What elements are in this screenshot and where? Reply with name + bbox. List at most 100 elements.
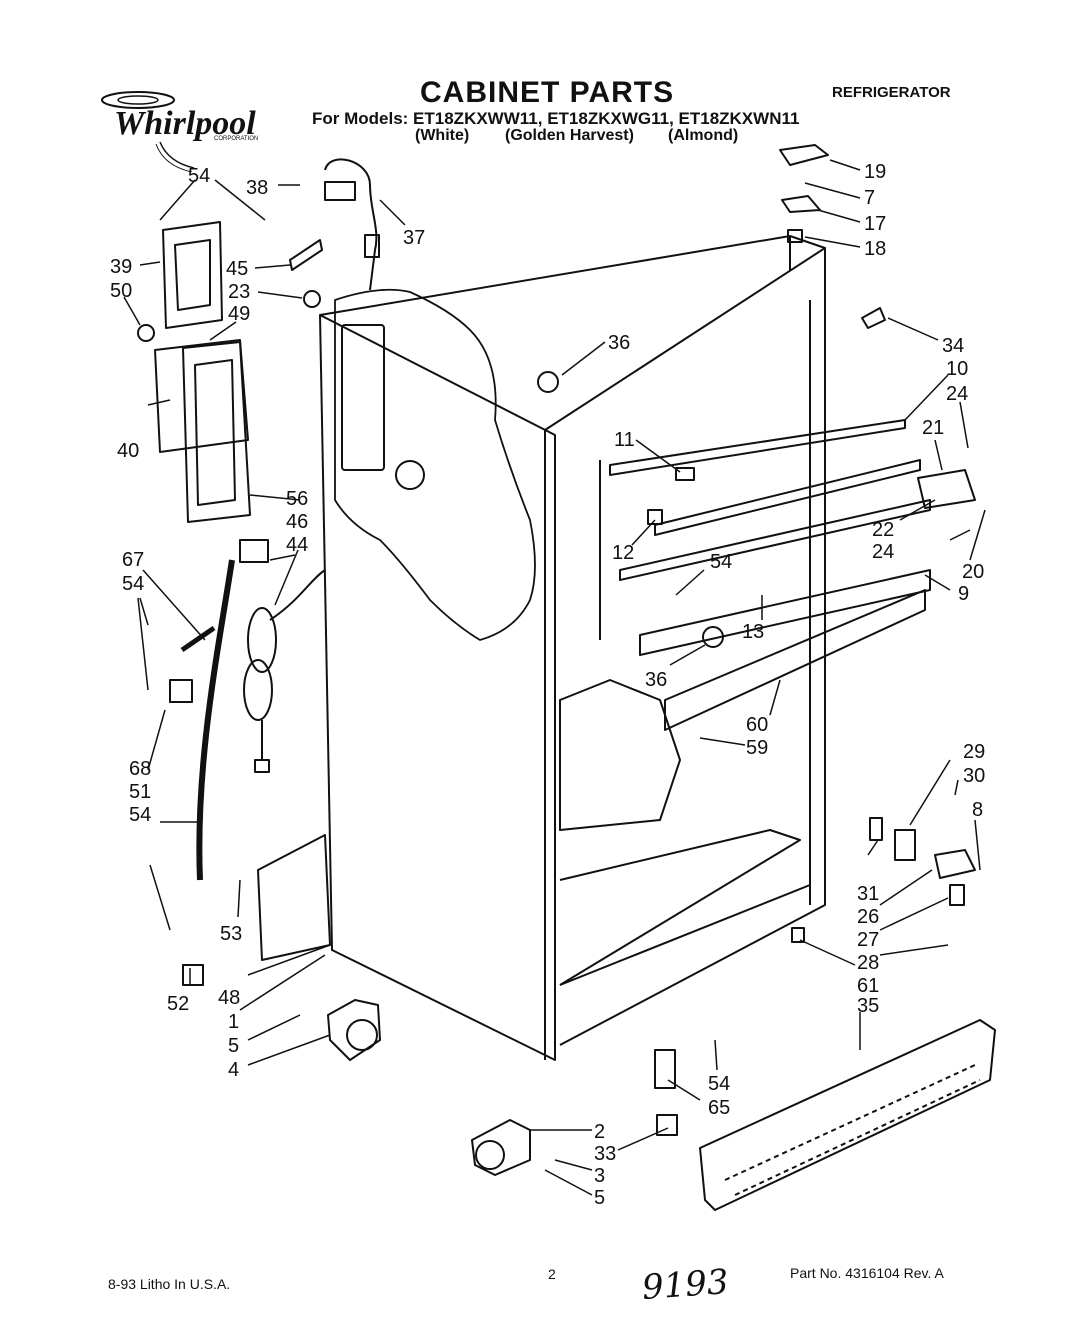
callout-31: 31 (857, 883, 879, 905)
callout-24-b: 24 (872, 541, 894, 563)
leveler-assembly (471, 1119, 531, 1176)
rail-10 (609, 419, 906, 476)
brand-sub: CORPORATION (214, 136, 258, 142)
callout-3: 3 (594, 1165, 605, 1187)
control-housing (162, 221, 223, 329)
callout-61: 61 (857, 975, 879, 997)
page-title: CABINET PARTS (420, 76, 675, 109)
callout-67: 67 (122, 549, 144, 571)
hinge-21 (917, 469, 976, 509)
callout-12: 12 (612, 542, 634, 564)
callout-4: 4 (228, 1059, 239, 1081)
litho-note: 8-93 Litho In U.S.A. (108, 1276, 231, 1292)
variant-golden-harvest: (Golden Harvest) (505, 127, 634, 144)
models-line: For Models: ET18ZKXWW11, ET18ZKXWG11, ET… (312, 109, 800, 128)
power-cord-coil (247, 607, 277, 673)
callout-17: 17 (864, 213, 886, 235)
plug-50 (137, 324, 155, 342)
leader-lines (123, 159, 986, 1196)
callout-52: 52 (167, 993, 189, 1015)
hinge-cover-19 (779, 144, 829, 166)
callout-54-c: 54 (129, 804, 151, 826)
callout-9: 9 (958, 583, 969, 605)
callout-8: 8 (972, 799, 983, 821)
callout-54-e: 54 (708, 1073, 730, 1095)
callout-24: 24 (946, 383, 968, 405)
callout-5-b: 5 (594, 1187, 605, 1209)
bushing-18 (787, 229, 803, 243)
callout-10: 10 (946, 358, 968, 380)
control-panel (154, 339, 249, 453)
callout-53: 53 (220, 923, 242, 945)
cutaway-panel (341, 324, 385, 471)
inner-duct (559, 679, 681, 831)
page-number: 2 (548, 1266, 556, 1282)
callout-19: 19 (864, 161, 886, 183)
clip-11 (675, 467, 695, 481)
bracket-31 (869, 817, 883, 841)
hinge-pin-27 (949, 884, 965, 906)
callout-27: 27 (857, 929, 879, 951)
callout-49: 49 (228, 303, 250, 325)
plug-36-lower (702, 626, 724, 648)
handwritten-note: 9193 (640, 1262, 730, 1308)
wiring-harness (324, 158, 378, 291)
callout-18: 18 (864, 238, 886, 260)
hinge-17 (781, 195, 821, 213)
callout-59: 59 (746, 737, 768, 759)
callout-54: 54 (188, 165, 210, 187)
variant-almond: (Almond) (668, 127, 739, 144)
callout-29: 29 (963, 741, 985, 763)
plug-36-top (537, 371, 559, 393)
spacer-61 (791, 927, 805, 943)
clip-12 (647, 509, 663, 525)
callout-51: 51 (129, 781, 151, 803)
callout-30: 30 (963, 765, 985, 787)
cabinet-side-panel (319, 314, 556, 1061)
compressor-cover (257, 834, 331, 961)
clip-33 (656, 1114, 678, 1136)
bracket-45 (289, 239, 323, 271)
callout-36-b: 36 (645, 669, 667, 691)
callout-56: 56 (286, 488, 308, 510)
callout-33: 33 (594, 1143, 616, 1165)
callout-50: 50 (110, 280, 132, 302)
rail-9 (639, 569, 931, 656)
toe-grille (699, 1019, 996, 1211)
cutaway-outline (334, 288, 536, 641)
callout-2: 2 (594, 1121, 605, 1143)
shim-29 (894, 829, 916, 861)
strip-67 (180, 625, 216, 653)
callout-26: 26 (857, 906, 879, 928)
callout-38: 38 (246, 177, 268, 199)
callout-36: 36 (608, 332, 630, 354)
callout-7: 7 (864, 187, 875, 209)
brand-name: Whirlpool (114, 105, 256, 142)
drain-tube (196, 559, 235, 881)
callout-28: 28 (857, 952, 879, 974)
callout-48: 48 (218, 987, 240, 1009)
callout-46: 46 (286, 511, 308, 533)
callout-54-d: 54 (710, 551, 732, 573)
bracket-65 (654, 1049, 676, 1089)
callout-68: 68 (129, 758, 151, 780)
whirlpool-logo: Whirlpool CORPORATION (101, 91, 258, 172)
plug-34 (861, 307, 886, 329)
callout-54-b: 54 (122, 573, 144, 595)
callout-20: 20 (962, 561, 984, 583)
part-number: Part No. 4316104 Rev. A (790, 1265, 944, 1281)
callout-40: 40 (117, 440, 139, 462)
clip-68 (169, 679, 193, 703)
callout-5: 5 (228, 1035, 239, 1057)
callout-37: 37 (403, 227, 425, 249)
category-label: REFRIGERATOR (832, 84, 951, 101)
variant-white: (White) (415, 127, 470, 144)
callout-23: 23 (228, 281, 250, 303)
callout-13: 13 (742, 621, 764, 643)
callout-11: 11 (614, 429, 635, 451)
roller-assembly (327, 999, 381, 1061)
rail-13 (664, 589, 926, 731)
callout-labels: 54 38 37 39 45 23 50 49 40 56 46 44 67 5… (110, 161, 985, 1209)
callout-22: 22 (872, 519, 894, 541)
